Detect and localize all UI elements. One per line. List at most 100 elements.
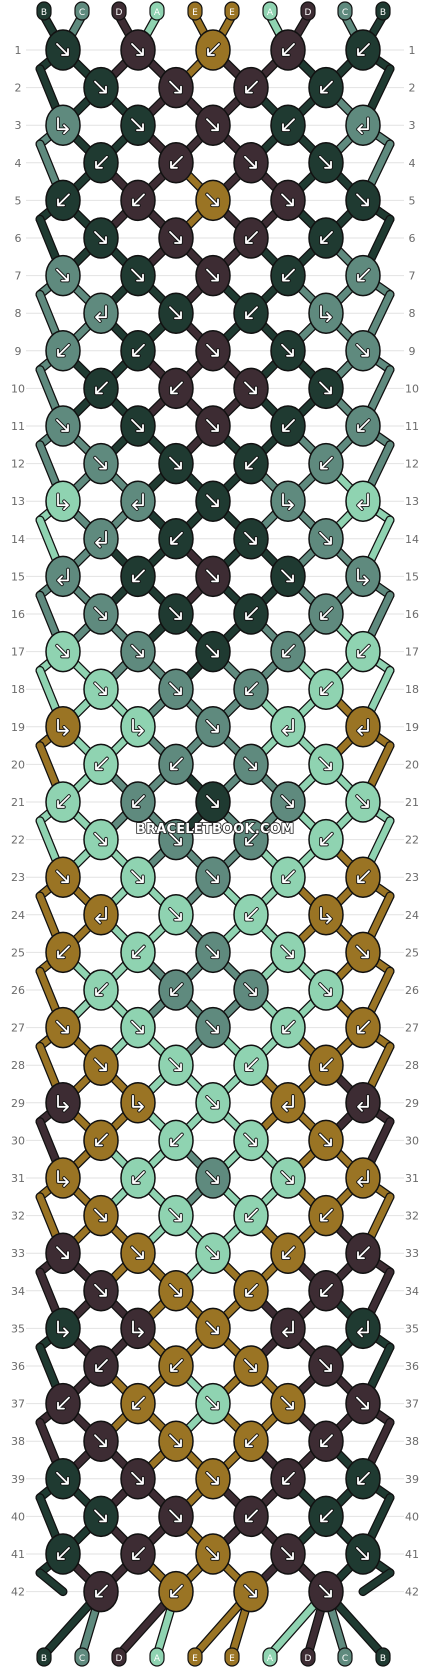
row-number-right: 12 bbox=[405, 458, 419, 471]
knot bbox=[120, 1006, 156, 1049]
bottom-string-cap bbox=[111, 1647, 127, 1667]
row-number-left: 21 bbox=[11, 796, 25, 809]
knot bbox=[195, 1307, 231, 1350]
arrow-down-left-icon bbox=[132, 795, 145, 808]
knot bbox=[345, 931, 381, 974]
arrow-down-right-icon bbox=[56, 644, 69, 658]
arrow-down-right-icon bbox=[206, 118, 219, 132]
row-number-left: 30 bbox=[11, 1134, 25, 1147]
strand-segment bbox=[359, 1569, 394, 1595]
arrow-down-right-icon bbox=[169, 907, 182, 921]
arrow-down-right-icon bbox=[131, 644, 144, 658]
bottom-string-cap bbox=[149, 1647, 165, 1667]
arrow-down-left-icon bbox=[282, 419, 295, 432]
arrow-down-right-icon bbox=[356, 1396, 369, 1410]
arrow-down-right-icon bbox=[356, 193, 369, 207]
arrow-turn-left-icon bbox=[282, 1320, 294, 1338]
row-number-left: 14 bbox=[11, 533, 25, 546]
row-number-right: 11 bbox=[405, 420, 419, 433]
knot bbox=[83, 894, 119, 936]
knot bbox=[308, 969, 344, 1011]
row-number-left: 37 bbox=[11, 1398, 25, 1411]
knot bbox=[158, 367, 194, 410]
knot bbox=[308, 367, 344, 410]
arrow-down-right-icon bbox=[169, 456, 182, 470]
knot bbox=[120, 931, 156, 974]
knot bbox=[45, 29, 81, 71]
arrow-down-left-icon bbox=[282, 1020, 295, 1034]
knot bbox=[233, 1420, 269, 1462]
top-string-letter: E bbox=[192, 8, 198, 18]
knot bbox=[345, 330, 381, 372]
top-string-cap bbox=[36, 1, 52, 21]
knot bbox=[45, 1082, 81, 1124]
row-number-left: 16 bbox=[11, 608, 25, 621]
knot bbox=[45, 630, 81, 673]
arrow-down-right-icon bbox=[169, 682, 182, 696]
row-number-right: 7 bbox=[409, 270, 416, 283]
row-number-right: 32 bbox=[405, 1210, 419, 1223]
top-string-letter: C bbox=[79, 8, 85, 18]
row-number-right: 42 bbox=[405, 1586, 419, 1599]
knot bbox=[270, 1307, 306, 1350]
arrow-down-right-icon bbox=[206, 1471, 219, 1485]
knot bbox=[345, 555, 381, 598]
arrow-down-left-icon bbox=[132, 1171, 145, 1184]
arrow-down-right-icon bbox=[56, 43, 69, 56]
knot bbox=[233, 818, 269, 861]
arrow-down-right-icon bbox=[94, 80, 107, 94]
knot bbox=[158, 969, 194, 1011]
arrow-down-right-icon bbox=[94, 231, 107, 244]
arrow-down-right-icon bbox=[94, 682, 107, 696]
row-number-right: 30 bbox=[405, 1134, 419, 1147]
knot bbox=[308, 894, 344, 936]
bottom-string-cap bbox=[337, 1647, 353, 1667]
knot bbox=[345, 781, 381, 823]
knot bbox=[345, 254, 381, 297]
knot bbox=[270, 1232, 306, 1274]
arrow-down-right-icon bbox=[206, 494, 219, 508]
arrow-down-left-icon bbox=[357, 419, 370, 432]
arrow-turn-right-icon bbox=[132, 718, 144, 736]
knot bbox=[83, 1495, 119, 1538]
arrow-turn-right-icon bbox=[57, 1094, 69, 1112]
arrow-down-left-icon bbox=[320, 80, 333, 94]
arrow-turn-left-icon bbox=[357, 1320, 369, 1338]
knot bbox=[158, 1194, 194, 1237]
knot bbox=[345, 405, 381, 447]
arrow-down-left-icon bbox=[357, 268, 370, 282]
arrow-down-left-icon bbox=[320, 832, 333, 846]
knot bbox=[83, 66, 119, 109]
row-number-left: 36 bbox=[11, 1360, 25, 1373]
arrow-down-left-icon bbox=[320, 1283, 333, 1297]
arrow-turn-left-icon bbox=[357, 493, 369, 511]
knot bbox=[270, 1157, 306, 1199]
row-number-right: 1 bbox=[409, 44, 416, 57]
knot bbox=[45, 1382, 81, 1425]
arrow-down-right-icon bbox=[131, 43, 144, 56]
arrow-down-right-icon bbox=[94, 456, 107, 470]
knot bbox=[270, 630, 306, 673]
row-number-left: 1 bbox=[15, 44, 22, 57]
knot bbox=[83, 1570, 119, 1613]
knot bbox=[45, 179, 81, 222]
row-number-left: 33 bbox=[11, 1247, 25, 1260]
top-string-cap bbox=[337, 1, 353, 21]
knot bbox=[233, 1570, 269, 1613]
knot bbox=[158, 894, 194, 936]
arrow-down-right-icon bbox=[206, 569, 219, 583]
knot bbox=[345, 1307, 381, 1350]
arrow-down-right-icon bbox=[206, 1321, 219, 1335]
knot bbox=[45, 856, 81, 898]
arrow-down-right-icon bbox=[206, 268, 219, 282]
knot bbox=[83, 142, 119, 184]
arrow-turn-right-icon bbox=[57, 493, 69, 511]
bottom-string-cap bbox=[187, 1647, 203, 1667]
arrow-down-left-icon bbox=[207, 43, 220, 56]
knot bbox=[45, 706, 81, 748]
arrow-down-left-icon bbox=[320, 1509, 333, 1523]
arrow-down-right-icon bbox=[206, 1246, 219, 1260]
arrow-down-left-icon bbox=[57, 1547, 70, 1560]
bottom-string-cap bbox=[375, 1647, 391, 1667]
